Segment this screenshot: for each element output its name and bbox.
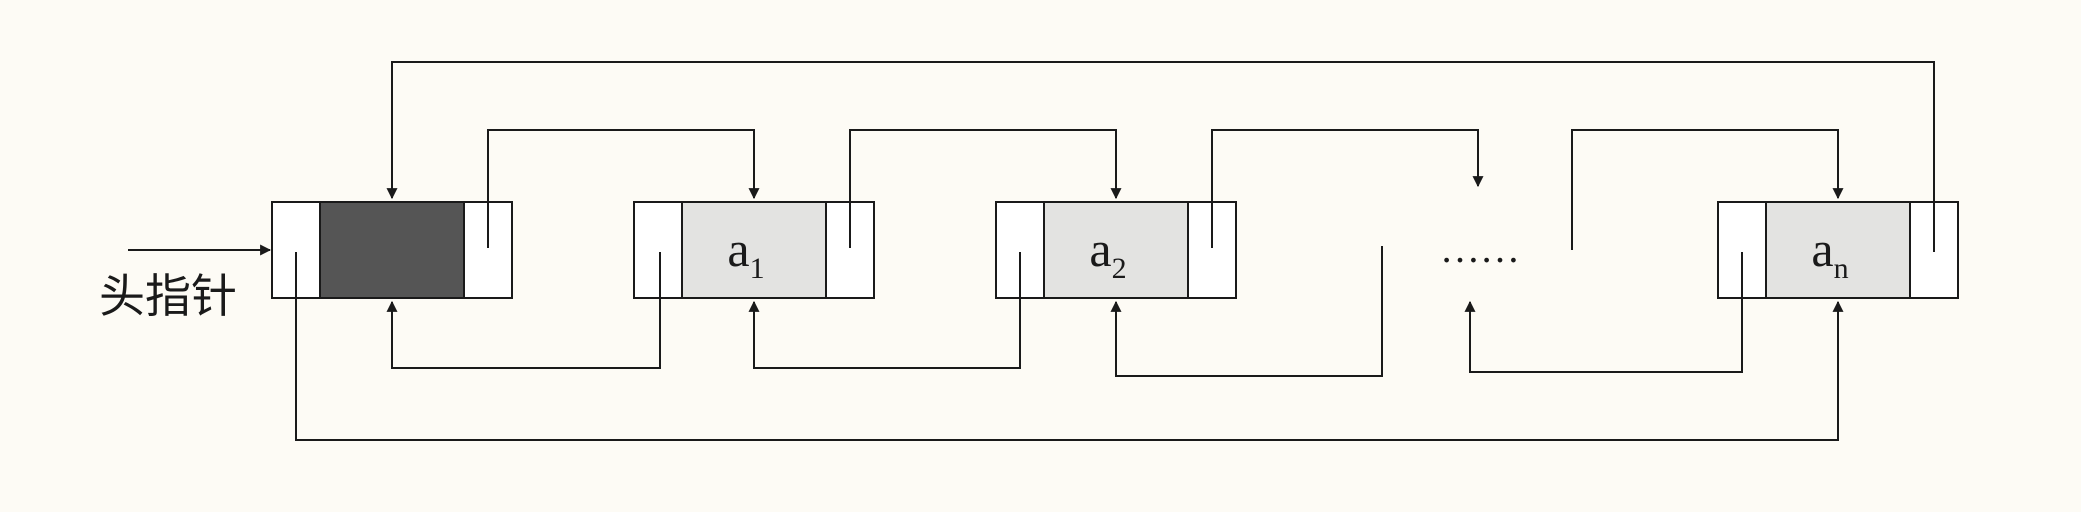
next-link-a2-to-ellipsis: [1211, 129, 1484, 248]
node-an-data-field: [1765, 201, 1911, 299]
next-link-head-to-a1: [487, 129, 760, 248]
node-an-label: an: [1811, 221, 1848, 285]
prior-link-an-to-ellipsis: [1464, 252, 1743, 373]
node-a2-data-field: [1043, 201, 1189, 299]
next-link-ellipsis-to-an: [1571, 129, 1844, 250]
next-link-a1-to-a2: [849, 129, 1122, 248]
node-a1-next-field: [825, 201, 875, 299]
node-a2-label: a2: [1089, 221, 1126, 285]
next-link-an-to-head: [386, 61, 1935, 252]
node-a1: [633, 201, 875, 299]
node-a1-prior-field: [633, 201, 683, 299]
head-node: [271, 201, 513, 299]
head-node-data-field: [319, 201, 465, 299]
prior-link-a2-to-a1: [748, 252, 1021, 369]
prior-link-a1-to-head: [386, 252, 661, 369]
node-a1-label: a1: [727, 221, 764, 285]
ellipsis-label: ……: [1440, 226, 1520, 271]
node-a2: [995, 201, 1237, 299]
head-pointer-label: 头指针: [99, 269, 237, 323]
prior-link-ellipsis-to-a2: [1110, 246, 1383, 377]
prior-link-head-to-an: [295, 252, 1844, 441]
